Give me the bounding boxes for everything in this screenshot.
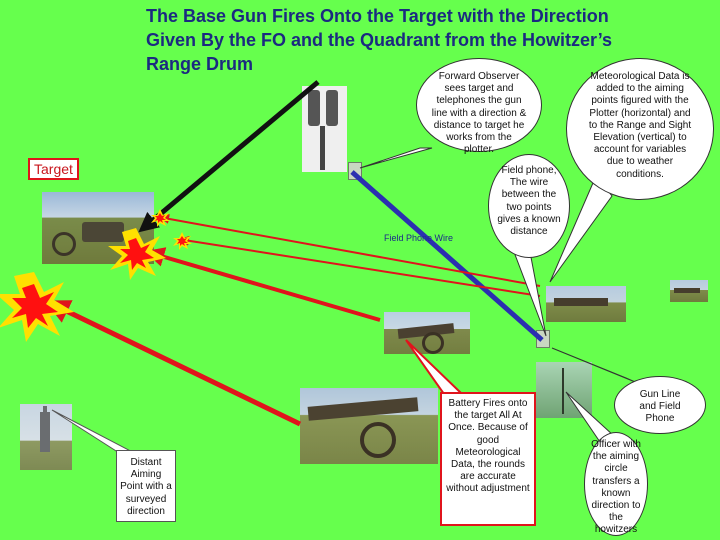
howitzer-photo-bottom: [300, 388, 438, 464]
fire-arrow-low: [144, 247, 381, 322]
gun-line-photo-2: [670, 280, 708, 302]
battery-callout-pointer: [405, 339, 465, 395]
meteorological-callout: Meteorological Data is added to the aimi…: [566, 58, 714, 200]
fo-to-target-arrow: [138, 80, 320, 233]
fire-arrow-top: [159, 213, 541, 287]
battery-fires-callout: Battery Fires onto the target All At Onc…: [440, 392, 536, 526]
explosion-large: [0, 272, 74, 342]
page-title: The Base Gun Fires Onto the Target with …: [146, 6, 613, 74]
field-phone-wire-line: [350, 170, 544, 342]
gun-line-callout: Gun Line and Field Phone: [614, 376, 706, 434]
field-phone-wire-label: Field Phone Wire: [384, 233, 454, 243]
gun-line-callout-pointer: [551, 347, 641, 385]
explosion-small-1: [151, 209, 170, 227]
officer-aiming-circle-callout: Officer with the aiming circle transfers…: [584, 432, 648, 536]
fire-arrow-mid: [179, 235, 541, 297]
explosion-small-2: [173, 232, 192, 250]
binoculars-image: [302, 86, 347, 172]
fire-arrow-bottom: [44, 300, 302, 427]
forward-observer-callout: Forward Observer sees target and telepho…: [416, 58, 542, 155]
aiming-point-photo: [20, 404, 72, 470]
distant-aiming-point-callout: Distant Aiming Point with a surveyed dir…: [116, 450, 176, 522]
fo-callout-pointer: [359, 147, 433, 169]
gun-line-photo-1: [546, 286, 626, 322]
howitzer-photo-center: [384, 312, 470, 354]
target-label: Target: [28, 158, 79, 180]
field-phone-callout: Field phone, The wire between the two po…: [488, 154, 570, 258]
field-phone-callout-pointer: [513, 251, 547, 337]
explosion-medium: [108, 228, 166, 280]
